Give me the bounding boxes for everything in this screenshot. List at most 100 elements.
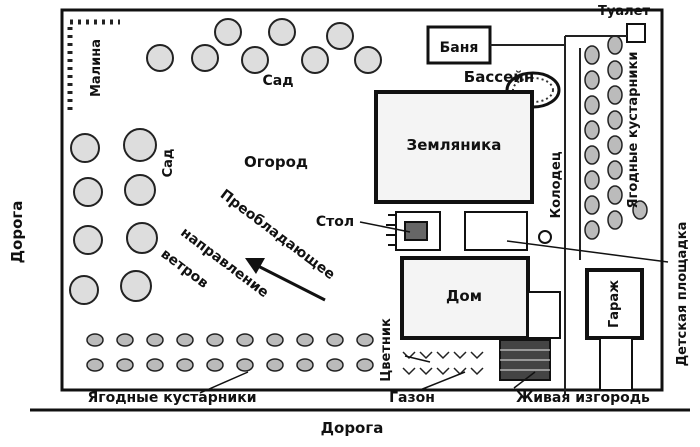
toilet-label: Туалет bbox=[598, 4, 650, 19]
bush bbox=[296, 358, 314, 372]
tree bbox=[69, 275, 99, 305]
tree bbox=[214, 18, 242, 46]
bush bbox=[206, 333, 224, 347]
lawn-pointer bbox=[419, 371, 466, 391]
bush bbox=[607, 60, 623, 80]
flowerbed-hatch bbox=[402, 351, 484, 376]
bush bbox=[607, 35, 623, 55]
tree bbox=[126, 222, 158, 254]
house-annex bbox=[527, 291, 561, 339]
tree bbox=[70, 133, 100, 163]
bush bbox=[266, 333, 284, 347]
berry-bushes-right-label: Ягодные кустарники bbox=[626, 52, 641, 209]
tree bbox=[124, 174, 156, 206]
bush bbox=[607, 135, 623, 155]
tree bbox=[146, 44, 174, 72]
bush bbox=[356, 333, 374, 347]
bush bbox=[116, 358, 134, 372]
bush bbox=[356, 358, 374, 372]
strawberry-bed bbox=[374, 90, 534, 204]
tree bbox=[123, 128, 157, 162]
bush bbox=[116, 333, 134, 347]
bush bbox=[146, 333, 164, 347]
garage-label: Гараж bbox=[607, 280, 622, 328]
right-path bbox=[564, 35, 627, 395]
garage-box bbox=[585, 268, 644, 340]
bush bbox=[176, 333, 194, 347]
bush bbox=[607, 110, 623, 130]
well-label: Колодец bbox=[549, 151, 564, 218]
bush bbox=[632, 200, 648, 220]
bush bbox=[607, 185, 623, 205]
porch-steps bbox=[386, 214, 396, 246]
playground-box bbox=[464, 211, 528, 251]
bush bbox=[86, 333, 104, 347]
bush bbox=[266, 358, 284, 372]
toilet-box bbox=[626, 23, 646, 43]
tree bbox=[73, 225, 103, 255]
table-pointer bbox=[359, 221, 411, 233]
hedge-texture bbox=[500, 349, 550, 371]
bush bbox=[176, 358, 194, 372]
road-left-label: Дорога bbox=[8, 201, 26, 264]
flowerbed-pointer bbox=[404, 355, 431, 363]
bush bbox=[296, 333, 314, 347]
house-box bbox=[400, 256, 530, 340]
tree bbox=[241, 46, 269, 74]
bush bbox=[86, 358, 104, 372]
bush bbox=[146, 358, 164, 372]
tree bbox=[191, 44, 219, 72]
playground-label: Детская площадка bbox=[675, 222, 690, 367]
bush bbox=[607, 210, 623, 230]
bush bbox=[607, 160, 623, 180]
berry-bushes-bottom-label: Ягодные кустарники bbox=[87, 390, 256, 406]
berry-bushes-right-column bbox=[584, 35, 648, 240]
vegetable-garden-label: Огород bbox=[244, 153, 308, 171]
bush bbox=[236, 333, 254, 347]
bush bbox=[607, 85, 623, 105]
plot-boundary bbox=[60, 8, 664, 392]
bush bbox=[326, 333, 344, 347]
flowerbed-label: Цветник bbox=[379, 318, 394, 382]
bush bbox=[584, 195, 600, 215]
bush bbox=[584, 70, 600, 90]
bush bbox=[584, 170, 600, 190]
wind-arrow-shaft bbox=[257, 264, 326, 302]
tree bbox=[354, 46, 382, 74]
table-label: Стол bbox=[316, 214, 354, 230]
bush bbox=[584, 120, 600, 140]
pool-label: Бассейн bbox=[464, 68, 534, 86]
driveway bbox=[599, 337, 633, 391]
bush bbox=[584, 220, 600, 240]
lawn-label: Газон bbox=[389, 390, 435, 406]
wind-arrow-head bbox=[245, 258, 265, 274]
garden-left-label: Сад bbox=[161, 149, 176, 178]
tree bbox=[326, 22, 354, 50]
hedge-label: Живая изгородь bbox=[516, 390, 650, 406]
berry-bushes-bottom-rows bbox=[86, 333, 374, 372]
bush bbox=[584, 45, 600, 65]
playground-pointer bbox=[506, 240, 669, 263]
bush bbox=[326, 358, 344, 372]
tree bbox=[268, 18, 296, 46]
bush bbox=[206, 358, 224, 372]
well-circle bbox=[538, 230, 552, 244]
bush bbox=[584, 95, 600, 115]
garden-trees-top bbox=[146, 18, 382, 74]
bathhouse-label: Баня bbox=[440, 40, 479, 56]
garden-top-label: Сад bbox=[262, 73, 293, 89]
hedge-pointer bbox=[513, 371, 536, 389]
garden-trees-left bbox=[69, 128, 158, 305]
raspberry-label: Малина bbox=[89, 39, 104, 97]
bush bbox=[236, 358, 254, 372]
tree bbox=[120, 270, 152, 302]
raspberry-row bbox=[67, 19, 120, 110]
strawberry-label: Земляника bbox=[407, 136, 502, 154]
house-label: Дом bbox=[446, 287, 482, 305]
bottom-bushes-pointer bbox=[199, 371, 249, 394]
tree bbox=[301, 46, 329, 74]
tree bbox=[73, 177, 103, 207]
road-bottom-label: Дорога bbox=[321, 419, 384, 437]
